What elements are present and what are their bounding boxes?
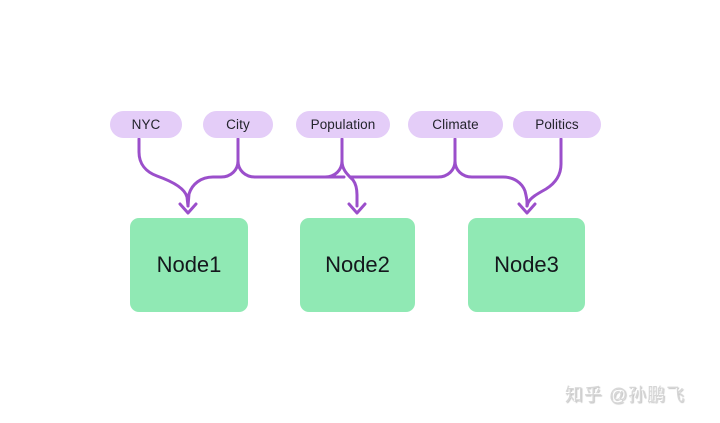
- arrowhead-node2: [347, 202, 367, 215]
- edge-city-bus: [236, 159, 346, 179]
- arrowhead-node1: [178, 202, 198, 215]
- arrowhead-node3: [517, 202, 537, 215]
- edge-population-bus-left: [253, 137, 344, 179]
- edge-city-node1: [186, 137, 240, 208]
- edge-nyc-node1: [137, 137, 190, 208]
- node-node2[interactable]: Node2: [300, 218, 415, 312]
- pill-nyc[interactable]: NYC: [110, 111, 182, 138]
- pill-city[interactable]: City: [203, 111, 273, 138]
- node-node3[interactable]: Node3: [468, 218, 585, 312]
- edge-population-node2: [340, 159, 359, 208]
- edge-climate-node3: [453, 159, 529, 208]
- pill-population[interactable]: Population: [296, 111, 390, 138]
- edge-climate-bus-left: [348, 137, 457, 179]
- pill-politics[interactable]: Politics: [513, 111, 601, 138]
- edge-politics-node3: [525, 137, 563, 208]
- node-node1[interactable]: Node1: [130, 218, 248, 312]
- zhihu-watermark: 知乎 @孙鹏飞: [565, 385, 686, 405]
- pill-climate[interactable]: Climate: [408, 111, 503, 138]
